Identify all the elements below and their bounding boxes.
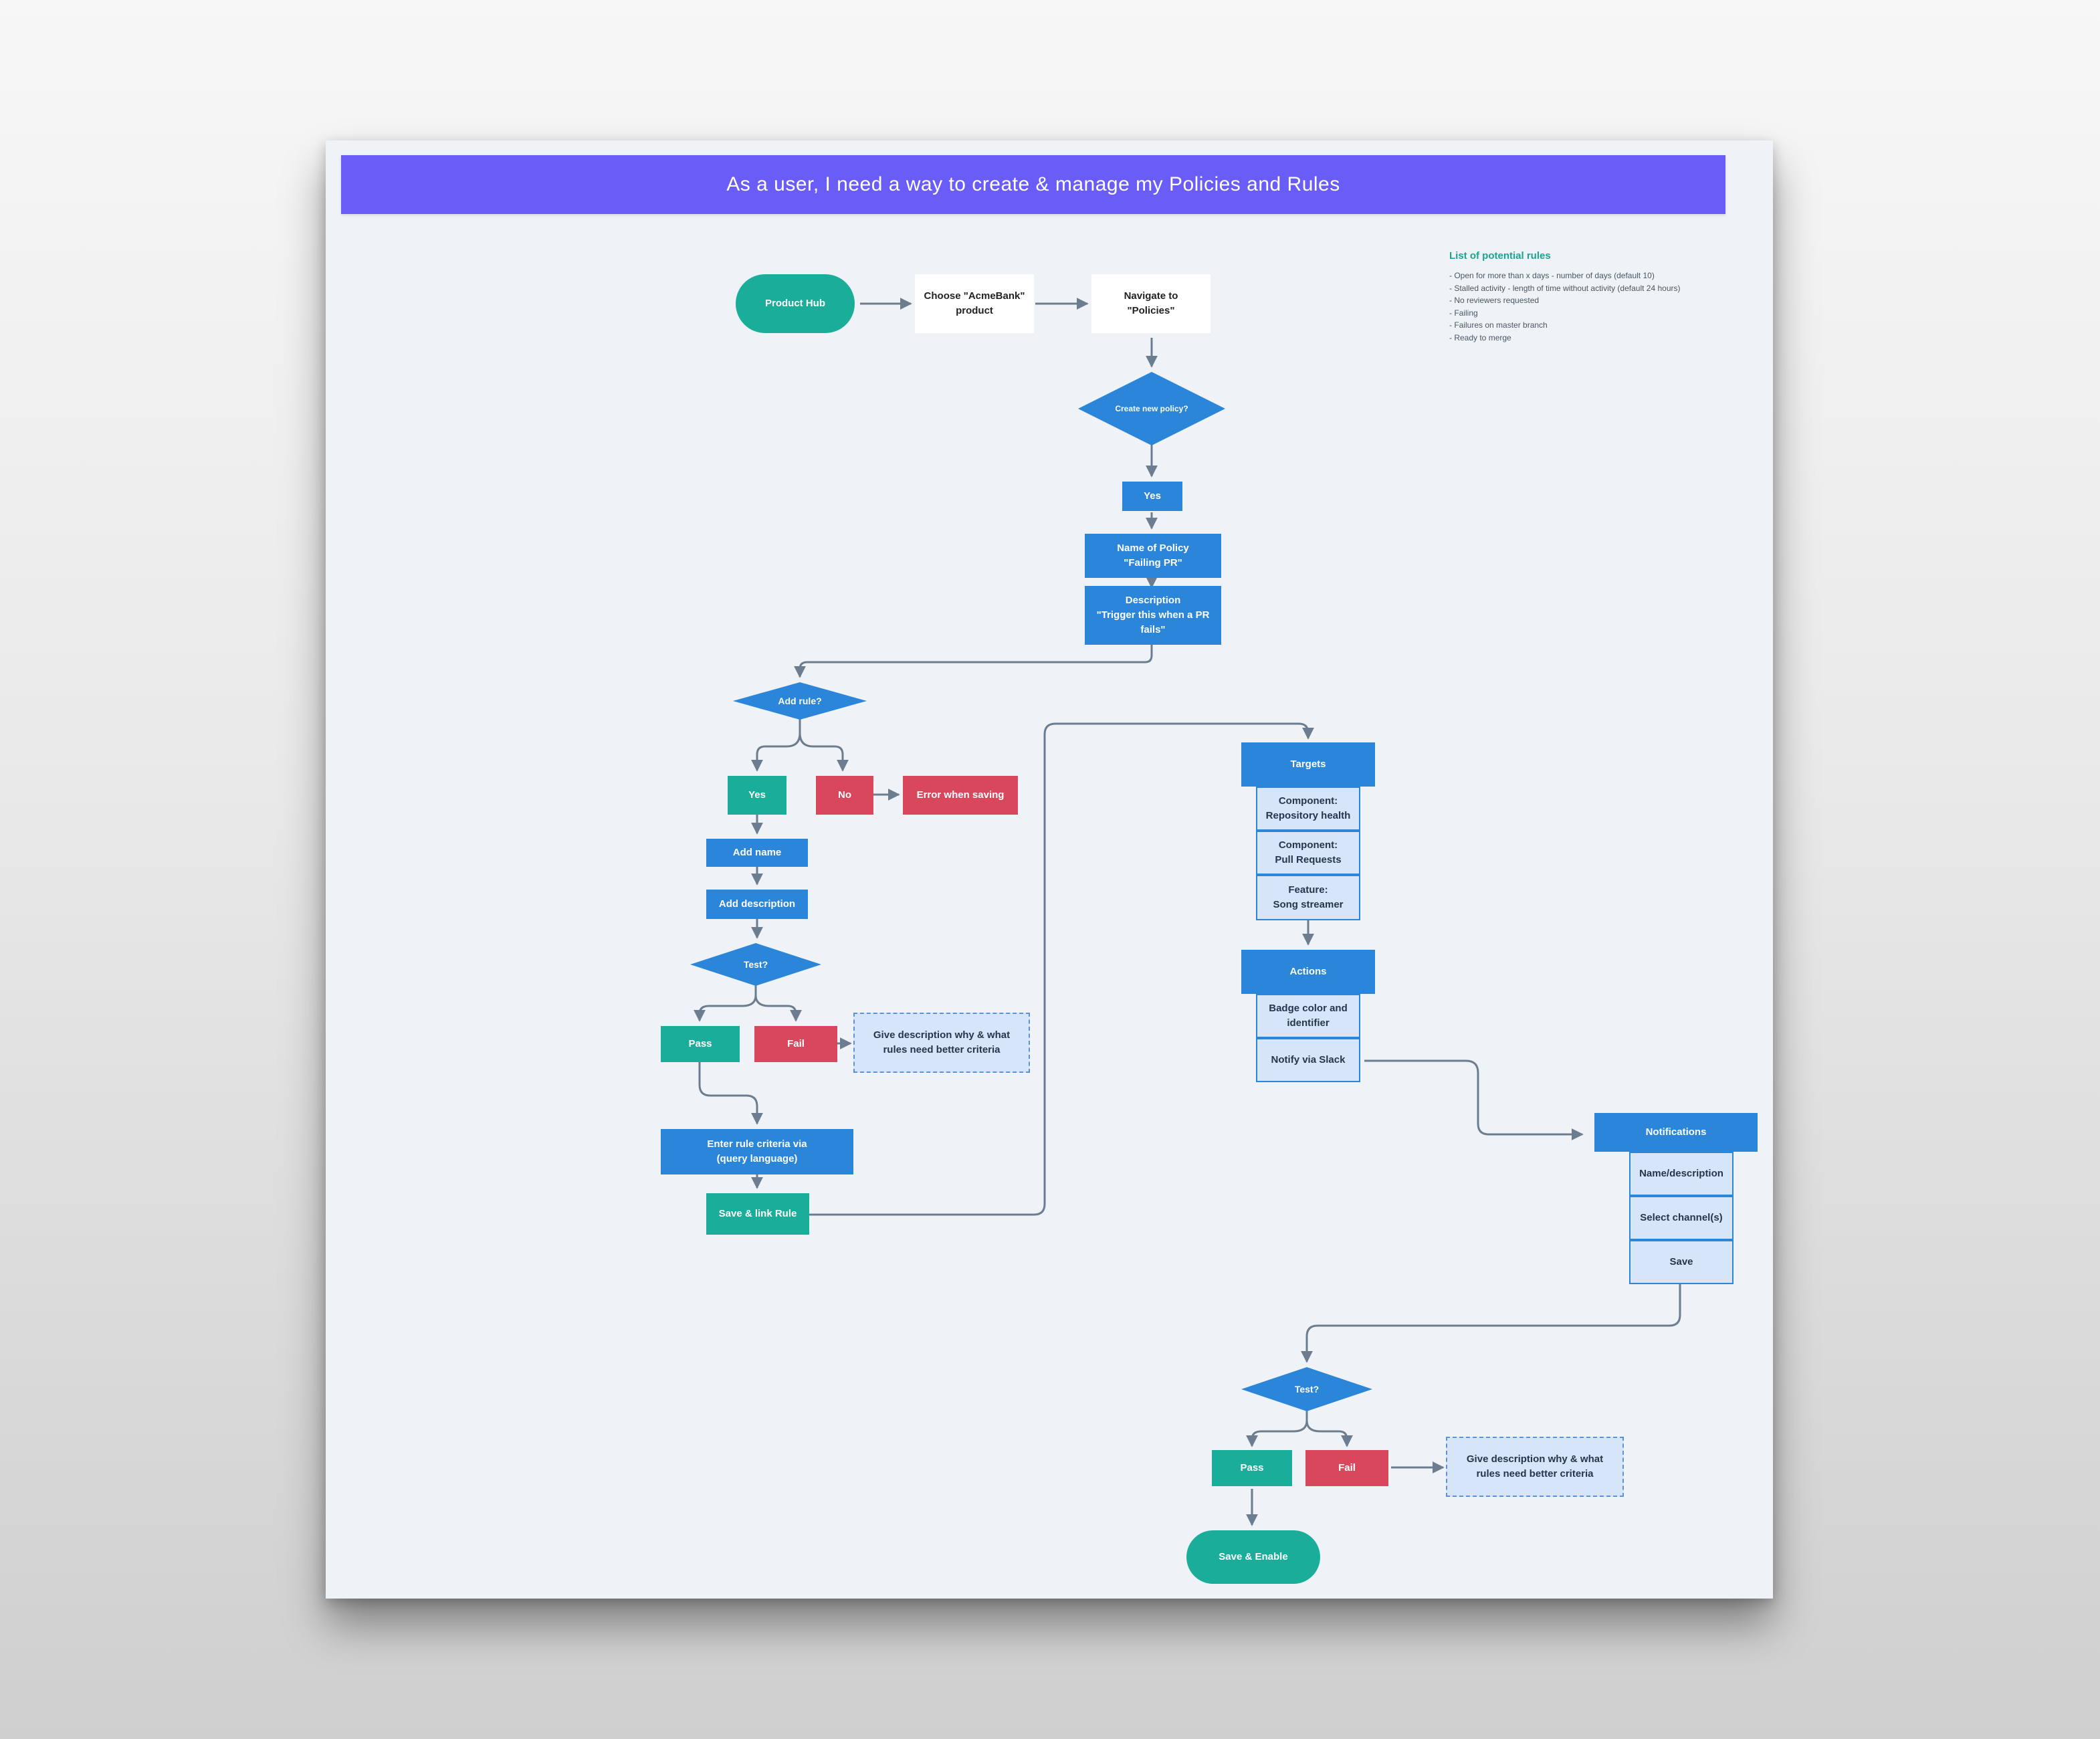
arrow-test-split (694, 985, 757, 1022)
arrow-save-to-targets (809, 722, 1314, 1216)
potential-rule-item: - Failing (1449, 308, 1478, 318)
potential-rule-item: - Stalled activity - length of time with… (1449, 283, 1681, 293)
test-decision-rule[interactable]: Test? (690, 943, 821, 986)
potential-rules-heading: List of potential rules (1449, 250, 1551, 262)
yes-node-policy[interactable]: Yes (1122, 482, 1182, 511)
notifications-header[interactable]: Notifications (1594, 1113, 1758, 1152)
arrow-addrule-split (751, 718, 801, 772)
add-rule-label: Add rule? (778, 696, 822, 706)
test-label-rule: Test? (743, 959, 768, 970)
test-label-final: Test? (1294, 1384, 1320, 1395)
canvas-sheet (326, 140, 1773, 1599)
create-policy-decision[interactable]: Create new policy? (1078, 372, 1225, 445)
error-when-saving-node[interactable]: Error when saving (903, 776, 1018, 815)
add-name-node[interactable]: Add name (706, 839, 808, 867)
add-description-node[interactable]: Add description (706, 890, 808, 919)
potential-rule-item: - No reviewers requested (1449, 296, 1540, 305)
arrow-test2-split (1246, 1410, 1308, 1447)
enter-rule-criteria-node[interactable]: Enter rule criteria via (query language) (661, 1129, 853, 1174)
notification-save[interactable]: Save (1629, 1240, 1734, 1284)
notification-name-description[interactable]: Name/description (1629, 1152, 1734, 1196)
potential-rule-item: - Failures on master branch (1449, 320, 1548, 330)
page-title: As a user, I need a way to create & mana… (341, 155, 1725, 214)
targets-header[interactable]: Targets (1241, 742, 1375, 787)
create-policy-label: Create new policy? (1115, 404, 1188, 413)
target-song-streamer[interactable]: Feature: Song streamer (1256, 875, 1360, 920)
target-repository-health[interactable]: Component: Repository health (1256, 787, 1360, 831)
description-node[interactable]: Description "Trigger this when a PR fail… (1085, 586, 1221, 645)
action-notify-slack[interactable]: Notify via Slack (1256, 1038, 1360, 1082)
potential-rule-item: - Ready to merge (1449, 332, 1511, 342)
no-node-rule[interactable]: No (816, 776, 873, 815)
potential-rule-item: - Open for more than x days - number of … (1449, 271, 1655, 280)
yes-node-rule[interactable]: Yes (728, 776, 786, 815)
product-hub-node[interactable]: Product Hub (736, 274, 855, 333)
name-of-policy-node[interactable]: Name of Policy "Failing PR" (1085, 534, 1221, 578)
actions-header[interactable]: Actions (1241, 950, 1375, 994)
navigate-policies-node[interactable]: Navigate to "Policies" (1091, 274, 1211, 333)
potential-rules-note: List of potential rules - Open for more … (1449, 250, 1744, 344)
arrow-description-to-addrule (794, 645, 1153, 678)
add-rule-decision[interactable]: Add rule? (733, 682, 867, 720)
fail-node-rule[interactable]: Fail (754, 1026, 837, 1062)
arrow-save-to-test2 (1301, 1284, 1681, 1363)
notification-select-channels[interactable]: Select channel(s) (1629, 1196, 1734, 1240)
test-decision-final[interactable]: Test? (1241, 1367, 1372, 1411)
action-badge-color[interactable]: Badge color and identifier (1256, 994, 1360, 1038)
give-description-note-rule[interactable]: Give description why & what rules need b… (853, 1013, 1030, 1073)
save-link-rule-node[interactable]: Save & link Rule (706, 1193, 809, 1235)
arrow-pass-to-criteria (698, 1062, 763, 1125)
pass-node-rule[interactable]: Pass (661, 1026, 740, 1062)
choose-product-node[interactable]: Choose "AcmeBank" product (915, 274, 1034, 333)
pass-node-final[interactable]: Pass (1212, 1450, 1292, 1486)
fail-node-final[interactable]: Fail (1305, 1450, 1388, 1486)
give-description-note-final[interactable]: Give description why & what rules need b… (1446, 1437, 1624, 1497)
save-enable-node[interactable]: Save & Enable (1186, 1530, 1320, 1584)
target-pull-requests[interactable]: Component: Pull Requests (1256, 831, 1360, 875)
arrow-notify-to-notifications (1364, 1059, 1584, 1140)
